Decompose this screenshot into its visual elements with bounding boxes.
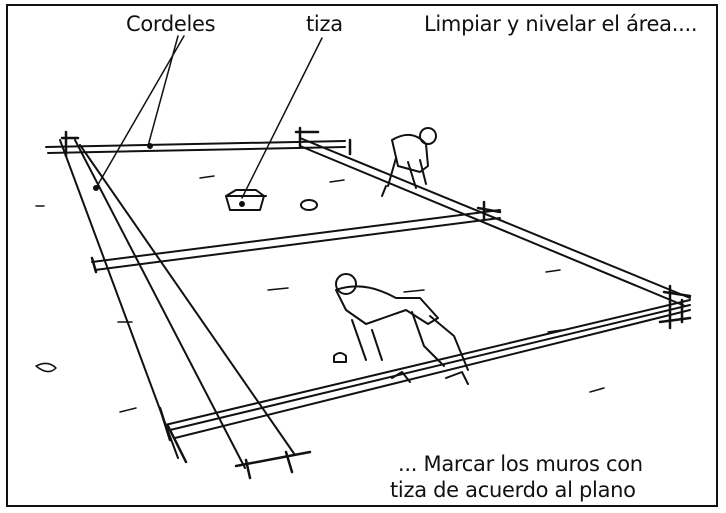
leader-lines bbox=[95, 35, 323, 199]
string-lines bbox=[45, 137, 691, 469]
worker-front bbox=[333, 273, 469, 385]
worker-top bbox=[381, 127, 437, 197]
illustration-frame bbox=[6, 4, 718, 507]
label-cordeles: Cordeles bbox=[126, 12, 216, 36]
label-mark-walls-line2: tiza de acuerdo al plano bbox=[390, 478, 636, 502]
batter-boards bbox=[60, 126, 692, 480]
string-marker-top bbox=[147, 143, 153, 149]
chalk-box bbox=[225, 189, 318, 211]
label-mark-walls-line1: ... Marcar los muros con bbox=[398, 452, 643, 476]
string-marker-left bbox=[93, 185, 99, 191]
chalk-marker bbox=[239, 201, 245, 207]
label-clean-level: Limpiar y nivelar el área.... bbox=[424, 12, 698, 36]
label-tiza: tiza bbox=[306, 12, 343, 36]
ground-marks bbox=[35, 175, 605, 413]
